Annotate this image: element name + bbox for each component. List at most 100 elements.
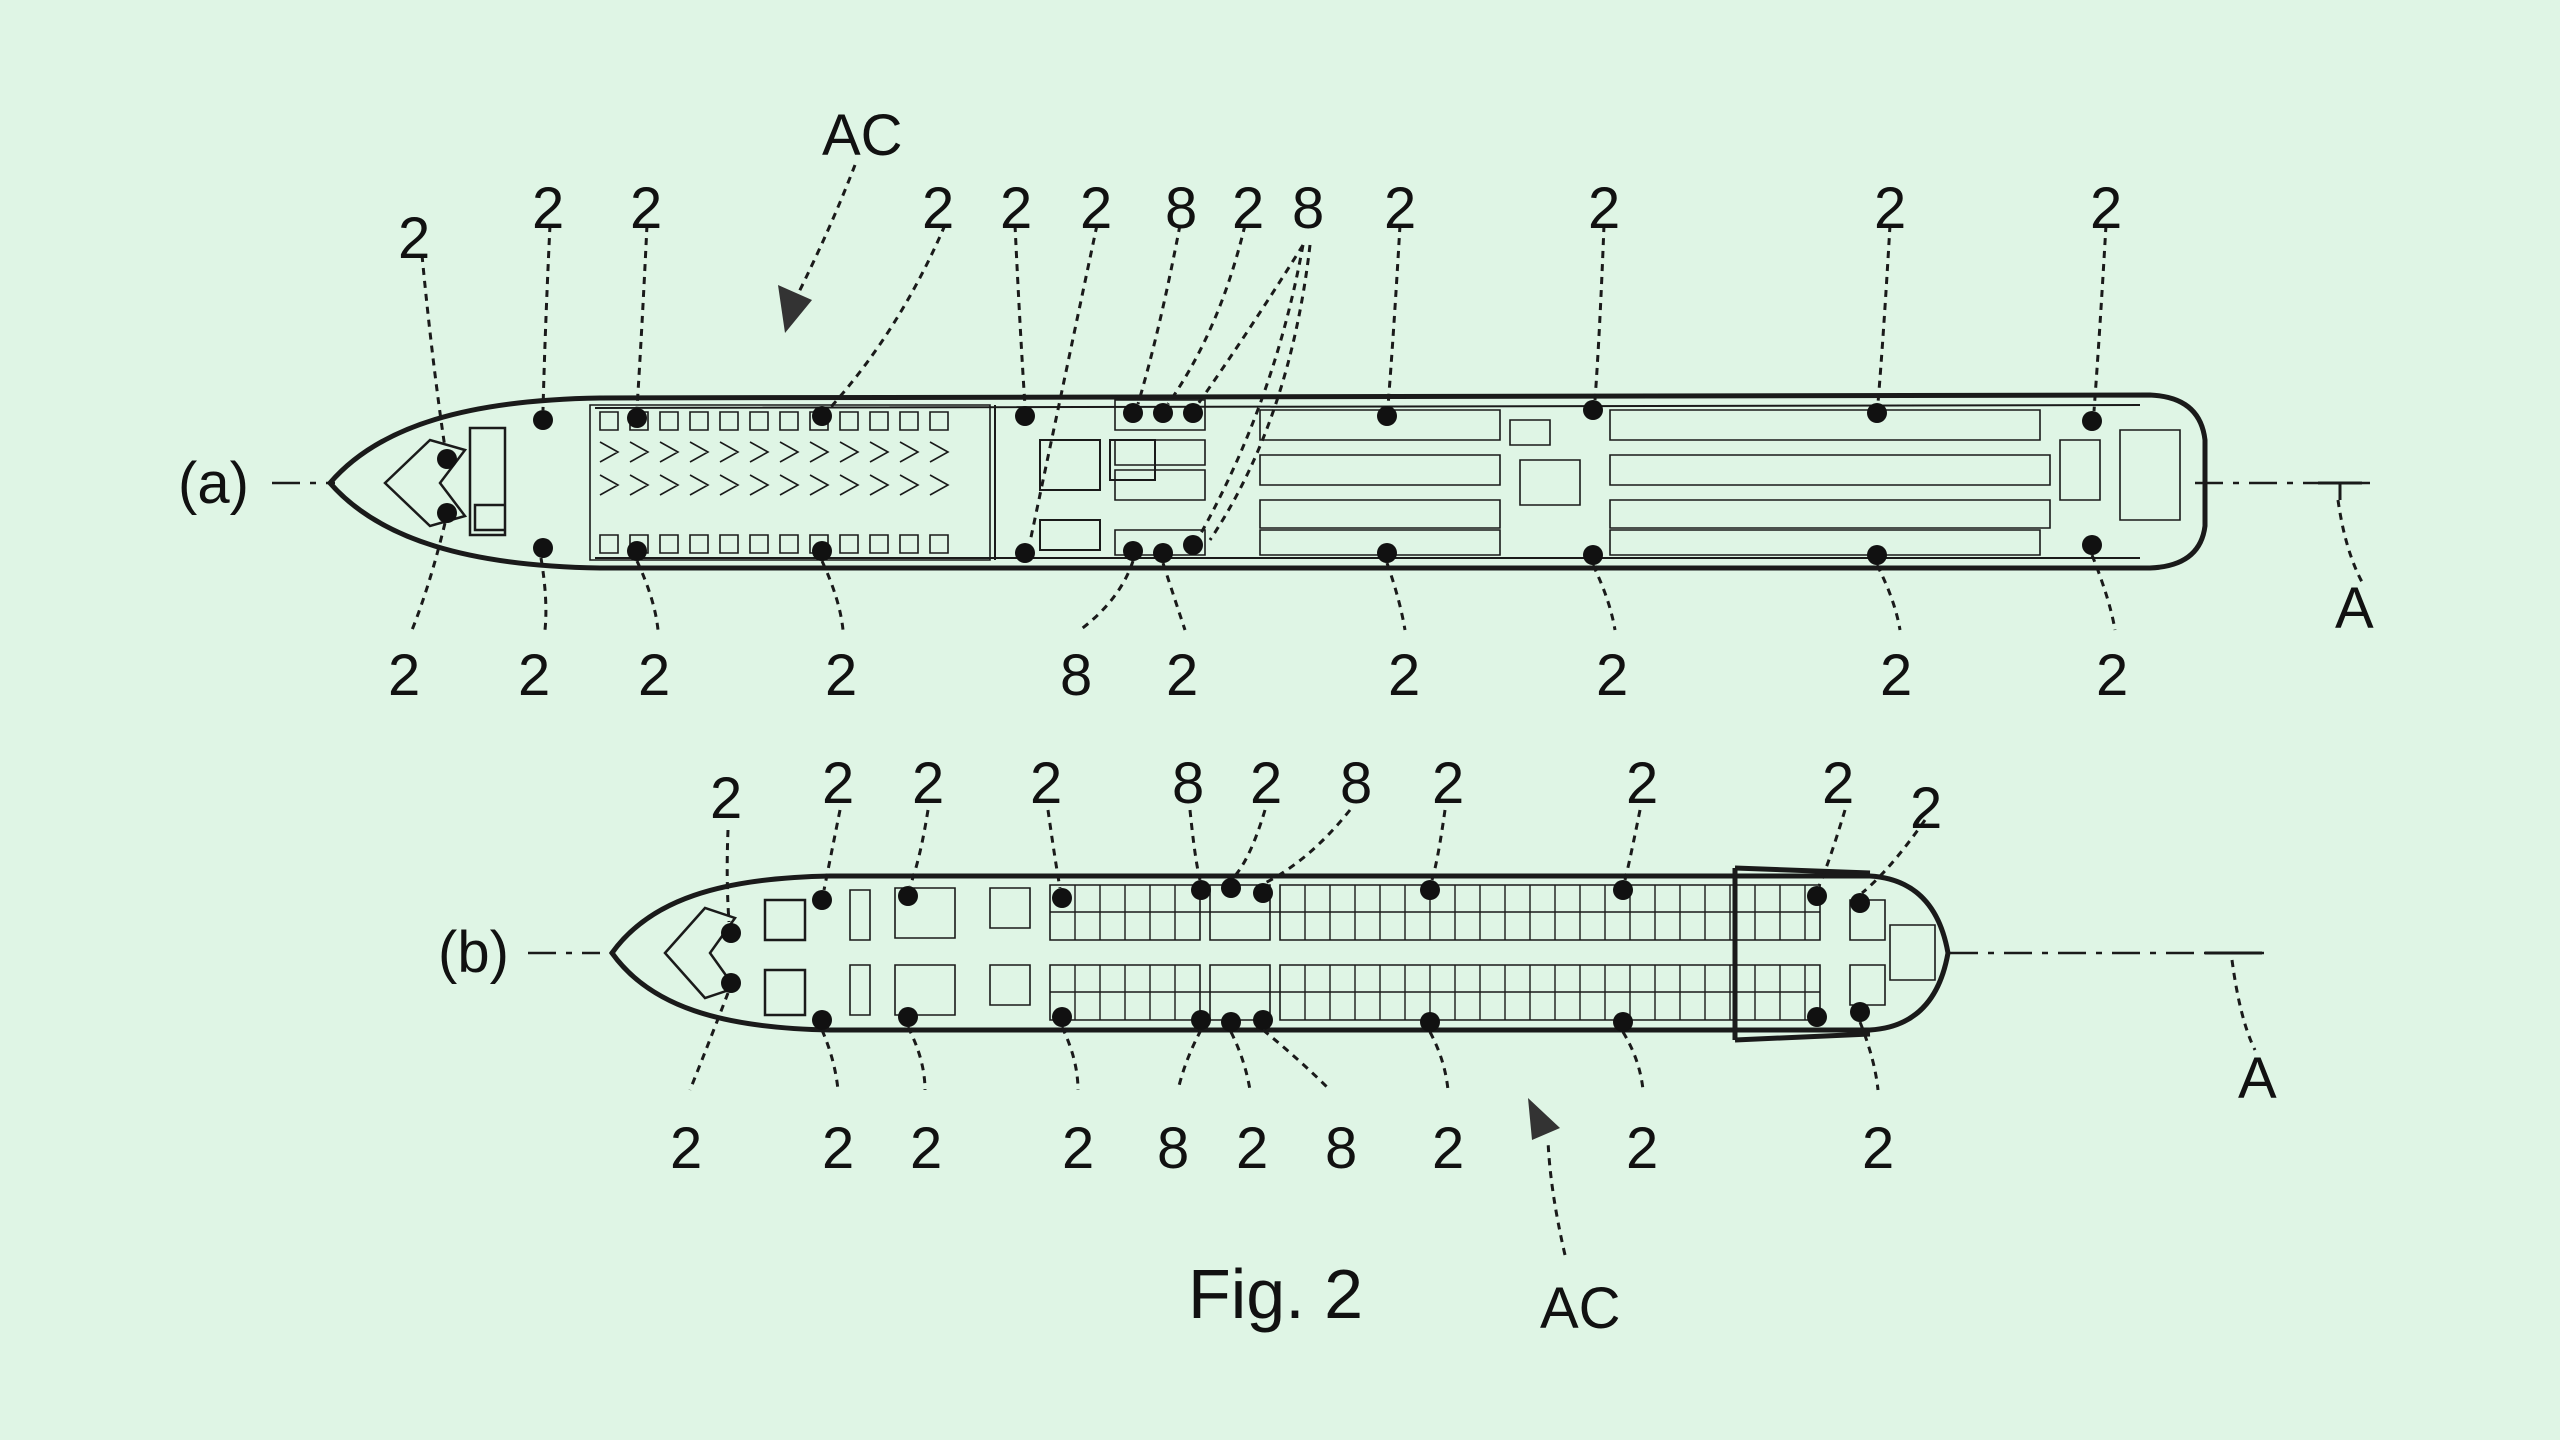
sensor-dot [898,886,918,906]
sensor-dot [533,410,553,430]
sensor-dot [1015,543,1035,563]
sensor-dot [1807,886,1827,906]
view-b-bottom-labels: 2 2 2 2 8 2 8 2 2 2 [670,1116,1894,1181]
view-a-economy-seats [1114,399,2181,556]
ref-label: 2 [1432,1116,1464,1181]
sensor-dot [1191,1010,1211,1030]
view-b-tail-section [1732,865,1871,1043]
view-b-top-labels: 2 2 2 2 8 2 8 2 2 2 2 [710,751,1942,841]
ref-label: 2 [710,766,742,831]
ref-label: 2 [638,643,670,708]
ref-label: 2 [2096,643,2128,708]
ref-label: 2 [1232,176,1264,241]
ref-label: 2 [912,751,944,816]
view-b-ac-arrowhead [1528,1098,1560,1140]
ref-label: 2 [1822,751,1854,816]
view-a-ac-arrowhead [778,285,812,333]
sensor-dot [627,408,647,428]
sensor-dot [437,503,457,523]
sensor-dot [2082,535,2102,555]
sensor-dot [1191,880,1211,900]
sensor-dot [1867,403,1887,423]
view-b: (b) A [438,751,2277,1341]
view-a-label: (a) [178,451,249,516]
sensor-dot [1850,1002,1870,1022]
ref-label: 2 [398,206,430,271]
view-a-axis-label: A [2335,576,2374,641]
view-b-axis-label: A [2238,1046,2277,1111]
sensor-dot [1123,541,1143,561]
ref-label: 8 [1165,176,1197,241]
ref-label: 2 [1030,751,1062,816]
ref-label: 2 [1080,176,1112,241]
view-b-axis-leader [2230,959,2257,1051]
ref-label: 8 [1060,643,1092,708]
sensor-dot [1052,888,1072,908]
ref-label: 2 [2090,176,2122,241]
ref-label: 2 [922,176,954,241]
sensor-dot [898,1007,918,1027]
ref-label: 2 [518,643,550,708]
view-b-cockpit [663,898,807,1017]
sensor-dot [533,538,553,558]
view-a-bottom-labels: 2 2 2 2 8 2 2 2 2 2 [388,643,2128,708]
view-b-ac-leader [1546,1139,1567,1256]
ref-label: 2 [1910,776,1942,841]
ref-label: 2 [1166,643,1198,708]
view-a-sensors [437,400,2102,565]
sensor-dot [812,890,832,910]
ref-label: 8 [1172,751,1204,816]
ref-label: 2 [1880,643,1912,708]
sensor-dot [1613,1012,1633,1032]
sensor-dot [1850,893,1870,913]
sensor-dot [1183,403,1203,423]
ref-label: 2 [532,176,564,241]
view-a-leader-lines [410,224,2117,632]
sensor-dot [1420,880,1440,900]
view-a-ac-label: AC [822,103,903,168]
ref-label: 2 [1388,643,1420,708]
sensor-dot [1807,1007,1827,1027]
ref-label: 2 [825,643,857,708]
view-a-axis-tick [2318,481,2362,500]
sensor-dot [1613,880,1633,900]
view-b-seats [849,884,1936,1021]
sensor-dot [1153,403,1173,423]
sensor-dot [1015,406,1035,426]
view-a-top-labels: 2 2 2 2 2 2 8 2 8 2 2 2 2 [398,176,2122,271]
sensor-dot [721,973,741,993]
ref-label: 2 [1588,176,1620,241]
view-b-ac-label: AC [1540,1276,1621,1341]
sensor-dot [1253,883,1273,903]
sensor-dot [1221,878,1241,898]
view-a-axis-leader [2336,499,2364,583]
view-b-seat-grid [1050,885,1820,1020]
ref-label: 2 [1874,176,1906,241]
ref-label: 2 [1626,1116,1658,1181]
sensor-dot [1377,543,1397,563]
view-a-fuselage-outline [326,392,2208,571]
ref-label: 2 [1596,643,1628,708]
ref-label: 2 [822,751,854,816]
sensor-dot [1583,545,1603,565]
view-b-sensors [721,878,1870,1032]
ref-label: 2 [1862,1116,1894,1181]
ref-label: 2 [910,1116,942,1181]
ref-label: 8 [1157,1116,1189,1181]
sensor-dot [1221,1012,1241,1032]
sensor-dot [437,449,457,469]
ref-label: 8 [1340,751,1372,816]
sensor-dot [812,406,832,426]
sensor-dot [812,541,832,561]
sensor-dot [1377,406,1397,426]
sensor-dot [2082,411,2102,431]
view-b-label: (b) [438,920,509,985]
ref-label: 2 [630,176,662,241]
ref-label: 2 [388,643,420,708]
view-b-leader-lines [688,809,1927,1092]
sensor-dot [1867,545,1887,565]
sensor-dot [1123,403,1143,423]
sensor-dot [1420,1012,1440,1032]
ref-label: 8 [1292,176,1324,241]
